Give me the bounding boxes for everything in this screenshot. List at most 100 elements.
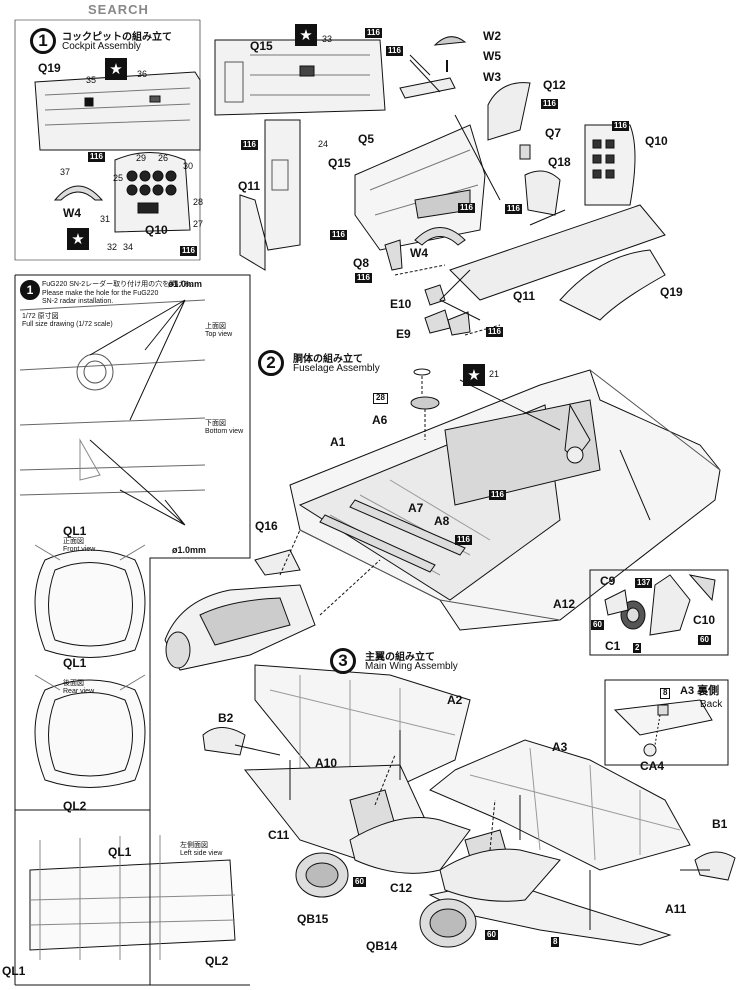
- color-code: 21: [489, 369, 500, 379]
- paint-tag: 60: [353, 877, 366, 887]
- paint-tag: 116: [365, 28, 382, 38]
- part-label: QL1: [2, 964, 26, 978]
- part-label: Q11: [513, 289, 536, 303]
- front-view-en: Front view: [63, 546, 96, 553]
- part-label: QL2: [205, 954, 229, 968]
- color-code: 25: [113, 173, 124, 183]
- step-3-title-en: Main Wing Assembly: [365, 661, 458, 672]
- part-label: A8: [434, 514, 450, 528]
- scale-label-jp: 1/72 原寸図: [22, 313, 59, 320]
- part-label: Q19: [38, 61, 61, 75]
- part-label: A3: [552, 740, 568, 754]
- paint-tag: 116: [486, 327, 503, 337]
- part-label: W5: [483, 49, 501, 63]
- part-label: CA4: [640, 759, 665, 773]
- radar-note-jp: FuG220 SN-2レーダー取り付け用の穴を開ける。: [42, 281, 198, 288]
- step-3-number: 3: [338, 651, 348, 670]
- step-3-badge: 3: [330, 648, 356, 674]
- part-label: Q8: [353, 256, 370, 270]
- rear-view-en: Rear view: [63, 688, 95, 695]
- paint-tag: 116: [455, 535, 472, 545]
- radar-note-en: Please make the hole for the FuG220 SN-2…: [42, 290, 159, 306]
- step-2-badge: 2: [258, 350, 284, 376]
- paint-tag: 60: [591, 620, 604, 630]
- paint-tag: 116: [541, 99, 558, 109]
- color-code: 35: [86, 75, 97, 85]
- paint-tag: 116: [458, 203, 475, 213]
- paint-star-icon: ★: [463, 364, 485, 386]
- color-code: 34: [123, 242, 134, 252]
- part-label: E10: [390, 297, 412, 311]
- color-code: 26: [158, 153, 169, 163]
- step-2-title-jp: 胴体の組み立て: [293, 354, 363, 365]
- drill-size-label: ø1.0mm: [172, 545, 207, 555]
- top-view-en: Top view: [205, 331, 233, 338]
- part-label: W4: [410, 246, 428, 260]
- part-label: C1: [605, 639, 621, 653]
- color-code: 30: [183, 161, 194, 171]
- part-label: Q10: [645, 134, 668, 148]
- part-label: C11: [268, 828, 290, 842]
- part-label: QL2: [63, 799, 87, 813]
- left-view-jp: 左側面図: [180, 842, 208, 849]
- part-label: QL1: [108, 845, 132, 859]
- part-label: Q10: [145, 223, 168, 237]
- part-label: C12: [390, 881, 413, 895]
- paint-star-icon: ★: [67, 228, 89, 250]
- color-code: 24: [318, 139, 329, 149]
- part-label: A6: [372, 413, 388, 427]
- part-label: A12: [553, 597, 576, 611]
- scale-label-en: Full size drawing (1/72 scale): [22, 321, 113, 328]
- color-code-box: 28: [373, 393, 388, 404]
- color-code: 36: [137, 69, 148, 79]
- part-label: Q5: [358, 132, 375, 146]
- step-3-title-jp: 主翼の組み立て: [365, 652, 435, 663]
- part-label: Q12: [543, 78, 566, 92]
- paint-tag: 116: [355, 273, 372, 283]
- paint-tag: 116: [489, 490, 506, 500]
- part-label: Q11: [238, 179, 261, 193]
- paint-tag-box: 8: [660, 688, 671, 699]
- paint-tag: 116: [505, 204, 522, 214]
- part-label: A1: [330, 435, 346, 449]
- paint-tag: 116: [180, 246, 197, 256]
- part-label: E9: [396, 327, 411, 341]
- part-label: W3: [483, 70, 501, 84]
- part-label: QB15: [297, 912, 329, 926]
- paint-tag: 60: [698, 635, 711, 645]
- paint-tag: 116: [241, 140, 258, 150]
- part-label: A7: [408, 501, 424, 515]
- part-label: QL1: [63, 656, 87, 670]
- drill-size-label: ø1.0mm: [168, 279, 203, 289]
- color-code: 32: [107, 242, 118, 252]
- part-label: C10: [693, 613, 716, 627]
- paint-tag: 137: [635, 578, 653, 588]
- paint-tag: 116: [88, 152, 105, 162]
- note-number: 1: [26, 283, 34, 297]
- part-label: B1: [712, 817, 728, 831]
- left-view-en: Left side view: [180, 850, 223, 857]
- part-label: A3 裏側: [680, 685, 720, 697]
- part-label: Q18: [548, 155, 571, 169]
- step-1-number: 1: [38, 31, 48, 50]
- paint-tag: 8: [551, 937, 560, 947]
- step-2-title-en: Fuselage Assembly: [293, 363, 380, 374]
- step-1-badge: 1: [30, 28, 56, 54]
- part-label: C9: [600, 574, 616, 588]
- part-label: Q16: [255, 519, 278, 533]
- step-2-number: 2: [266, 353, 276, 372]
- part-label: Q19: [660, 285, 683, 299]
- part-label: QB14: [366, 939, 398, 953]
- front-view-jp: 正面図: [63, 538, 84, 545]
- paint-star-icon: ★: [105, 58, 127, 80]
- part-label-back: Back: [700, 699, 723, 710]
- bottom-view-en: Bottom view: [205, 428, 244, 435]
- part-label: Q15: [328, 156, 351, 170]
- color-code: 27: [193, 219, 204, 229]
- part-label: QL1: [63, 524, 87, 538]
- paint-tag: 116: [386, 46, 403, 56]
- part-label: Q7: [545, 126, 562, 140]
- color-code: 28: [193, 197, 204, 207]
- paint-tag: 116: [612, 121, 629, 131]
